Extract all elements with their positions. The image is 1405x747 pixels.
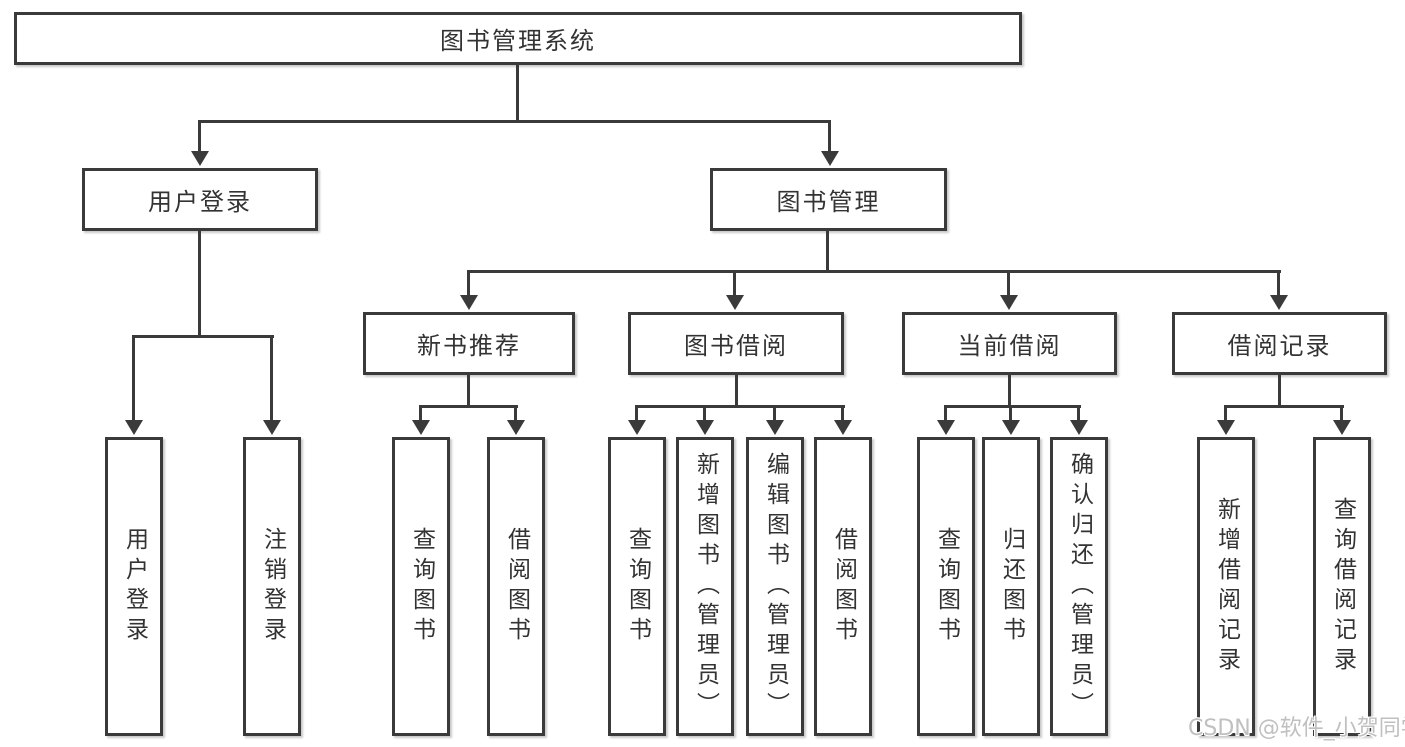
arrow-to-leaf-add-record — [1217, 405, 1235, 435]
arrowhead-icon — [821, 151, 839, 166]
leaf-borrow-book-recommend: 借阅图书 — [487, 437, 545, 736]
arrowhead-icon — [1000, 295, 1018, 310]
leaf-query-borrow-record-label: 查询借阅记录 — [1329, 496, 1356, 677]
leaf-edit-book-admin-label: 编辑图书（管理员） — [762, 451, 789, 722]
arrowhead-icon — [1070, 420, 1088, 435]
connector-root-stem — [516, 65, 519, 120]
connector-borrow-stem — [735, 375, 738, 408]
arrow-to-user-login — [191, 120, 209, 166]
leaf-query-book-current: 查询图书 — [917, 437, 975, 736]
arrow-to-leaf-add-book — [696, 405, 714, 435]
leaf-edit-book-admin: 编辑图书（管理员） — [746, 437, 804, 736]
arrowhead-icon — [834, 420, 852, 435]
connector-book-mgmt-stem — [826, 231, 829, 272]
connector-current-bar — [944, 405, 1081, 408]
node-book-borrow-label: 图书借阅 — [684, 332, 788, 360]
connector-book-mgmt-bar — [467, 270, 1281, 273]
leaf-add-book-admin: 新增图书（管理员） — [676, 437, 734, 736]
node-new-book-recommend-label: 新书推荐 — [417, 332, 521, 360]
arrowhead-icon — [1002, 420, 1020, 435]
node-borrow-records-label: 借阅记录 — [1227, 332, 1332, 360]
leaf-add-book-admin-label: 新增图书（管理员） — [692, 451, 719, 722]
arrow-to-leaf-query-record — [1333, 405, 1351, 435]
arrowhead-icon — [1333, 420, 1351, 435]
arrow-to-leaf-borrow-book-rec — [507, 405, 525, 435]
connector-records-stem — [1278, 375, 1281, 408]
arrowhead-icon — [937, 420, 955, 435]
arrowhead-icon — [263, 420, 281, 435]
node-current-borrow: 当前借阅 — [902, 312, 1117, 375]
node-borrow-records: 借阅记录 — [1172, 312, 1387, 375]
leaf-query-book-recommend-label: 查询图书 — [408, 526, 435, 647]
leaf-return-book: 归还图书 — [982, 437, 1040, 736]
arrowhead-icon — [507, 420, 525, 435]
connector-recommend-bar — [419, 405, 518, 408]
node-root-label: 图书管理系统 — [440, 27, 596, 55]
arrowhead-icon — [460, 295, 478, 310]
leaf-borrow-book-recommend-label: 借阅图书 — [503, 526, 530, 647]
connector-borrow-bar — [635, 405, 845, 408]
arrow-to-new-book-recommend — [460, 270, 478, 310]
leaf-query-book-current-label: 查询图书 — [933, 526, 960, 647]
leaf-query-book-borrow: 查询图书 — [608, 437, 666, 736]
leaf-add-borrow-record-label: 新增借阅记录 — [1213, 496, 1240, 677]
arrow-to-leaf-user-login — [125, 335, 143, 435]
leaf-query-book-recommend: 查询图书 — [392, 437, 450, 736]
leaf-return-book-label: 归还图书 — [998, 526, 1025, 647]
arrow-to-leaf-logout — [263, 335, 281, 435]
leaf-query-book-borrow-label: 查询图书 — [624, 526, 651, 647]
node-root: 图书管理系统 — [14, 12, 1022, 65]
arrowhead-icon — [125, 420, 143, 435]
arrow-to-book-borrow — [726, 270, 744, 310]
arrowhead-icon — [412, 420, 430, 435]
connector-records-bar — [1224, 405, 1344, 408]
node-new-book-recommend: 新书推荐 — [363, 312, 575, 375]
arrow-to-leaf-return-book — [1002, 405, 1020, 435]
node-current-borrow-label: 当前借阅 — [957, 332, 1062, 360]
arrowhead-icon — [696, 420, 714, 435]
connector-recommend-stem — [467, 375, 470, 408]
arrow-to-leaf-borrow-book — [834, 405, 852, 435]
arrowhead-icon — [1217, 420, 1235, 435]
arrowhead-icon — [726, 295, 744, 310]
leaf-add-borrow-record: 新增借阅记录 — [1197, 437, 1255, 736]
arrowhead-icon — [191, 151, 209, 166]
leaf-query-borrow-record: 查询借阅记录 — [1313, 437, 1371, 736]
arrowhead-icon — [766, 420, 784, 435]
arrow-to-book-management — [821, 120, 839, 166]
leaf-confirm-return-admin-label: 确认归还（管理员） — [1066, 451, 1093, 722]
leaf-logout: 注销登录 — [243, 437, 301, 736]
csdn-watermark: CSDN @软件_小贺同学 — [1188, 716, 1405, 741]
leaf-logout-label: 注销登录 — [259, 526, 286, 647]
node-book-management: 图书管理 — [710, 168, 947, 231]
arrow-to-borrow-records — [1270, 270, 1288, 310]
arrow-to-leaf-confirm-return — [1070, 405, 1088, 435]
connector-user-login-bar — [132, 335, 274, 338]
node-user-login: 用户登录 — [82, 168, 318, 231]
node-user-login-label: 用户登录 — [148, 188, 252, 216]
arrow-to-leaf-query-book-rec — [412, 405, 430, 435]
arrow-to-leaf-query-book-borrow — [628, 405, 646, 435]
arrow-to-leaf-query-book-current — [937, 405, 955, 435]
connector-user-login-stem — [198, 231, 201, 337]
leaf-borrow-book-label: 借阅图书 — [830, 526, 857, 647]
node-book-management-label: 图书管理 — [776, 188, 881, 216]
node-book-borrow: 图书借阅 — [628, 312, 844, 375]
leaf-borrow-book: 借阅图书 — [814, 437, 872, 736]
arrow-to-leaf-edit-book — [766, 405, 784, 435]
arrow-to-current-borrow — [1000, 270, 1018, 310]
connector-current-stem — [1008, 375, 1011, 408]
arrowhead-icon — [628, 420, 646, 435]
connector-root-bar — [198, 120, 831, 123]
leaf-user-login: 用户登录 — [105, 437, 163, 736]
leaf-user-login-label: 用户登录 — [121, 526, 148, 647]
leaf-confirm-return-admin: 确认归还（管理员） — [1050, 437, 1108, 736]
arrowhead-icon — [1270, 295, 1288, 310]
